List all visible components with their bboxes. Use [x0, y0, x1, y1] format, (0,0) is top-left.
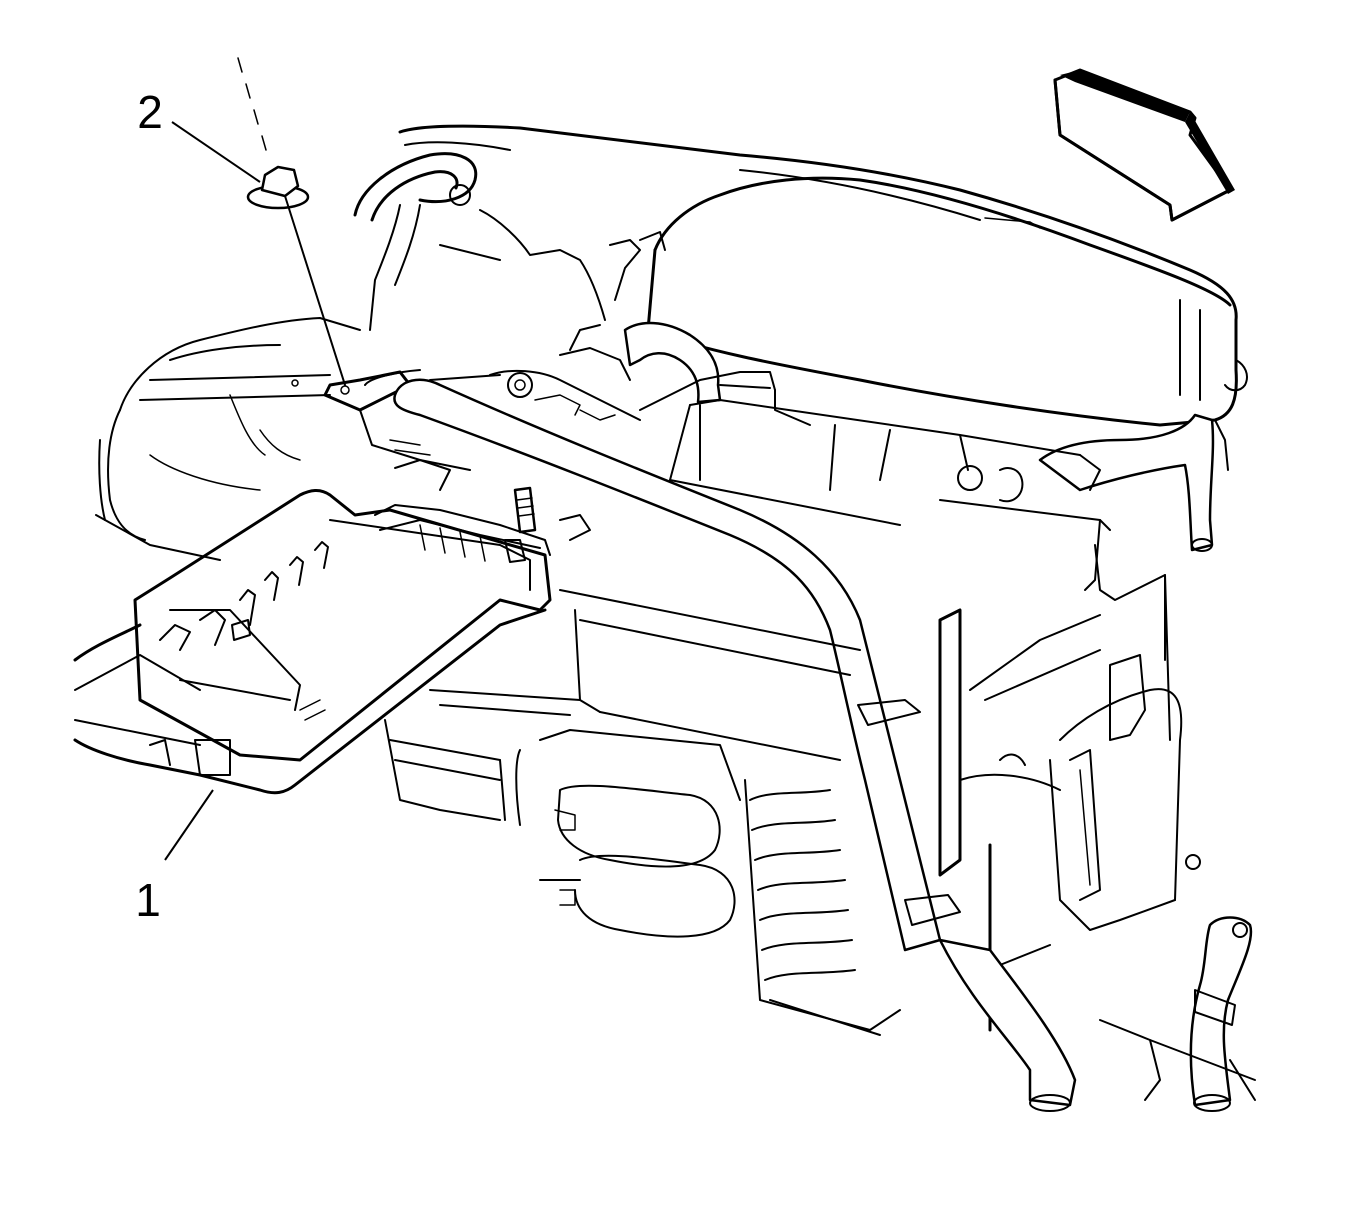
air-cleaner-housing: [398, 124, 1248, 471]
callout-1: 1: [135, 789, 214, 926]
component-1-tray: [73, 489, 552, 795]
upper-hose-loop: [353, 152, 606, 331]
connector-block: [374, 459, 591, 563]
right-panels: [938, 544, 1201, 1032]
radiator-fins: [744, 779, 901, 1036]
center-hose: [609, 231, 722, 404]
coolant-pipe: [393, 378, 961, 952]
leader-dash-1: [237, 57, 243, 73]
leader-dash-4: [261, 135, 267, 151]
callout-1-leader: [164, 789, 214, 861]
upper-right-pipe: [1038, 413, 1215, 552]
front-arrow-icon: [1053, 68, 1235, 222]
lower-components: [384, 719, 741, 938]
callout-2-leader: [171, 121, 261, 183]
leader-dash-2: [245, 83, 251, 99]
stud-alignment-line: [284, 195, 346, 386]
callout-2-label: 2: [137, 86, 163, 138]
component-2-nut: [237, 57, 346, 386]
module-box: [669, 399, 1111, 591]
mounting-bracket: [323, 369, 501, 471]
callout-1-label: 1: [135, 874, 161, 926]
engine-block-outline: [95, 317, 361, 561]
leader-dash-3: [253, 109, 259, 125]
frame-rails: [429, 589, 861, 761]
bracket-hardware: [489, 324, 811, 481]
lower-right-hoses: [938, 916, 1256, 1112]
callout-2: 2: [137, 86, 261, 183]
nut-hex: [260, 165, 300, 198]
